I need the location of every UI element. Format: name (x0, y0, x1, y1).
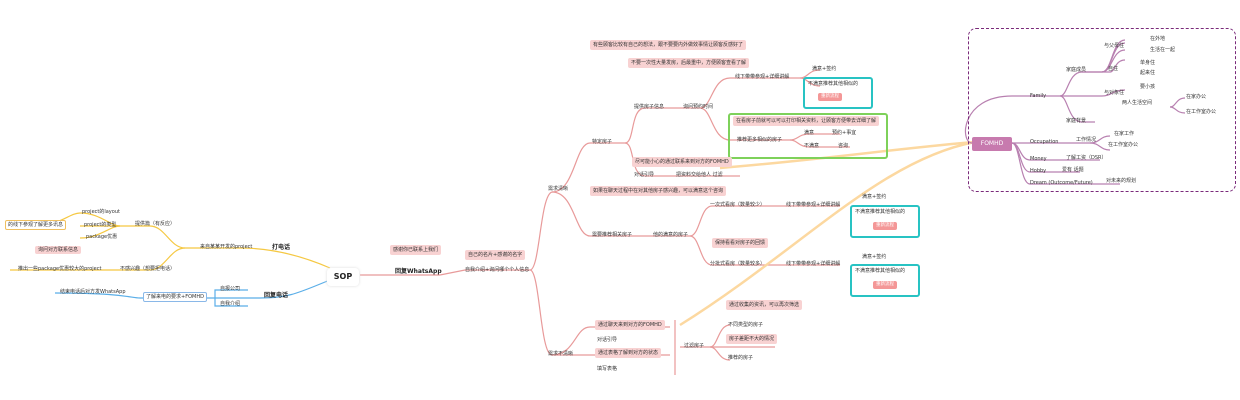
call-item-2[interactable]: project的类型 (84, 222, 117, 228)
root-node-sop[interactable]: SOP (327, 268, 359, 286)
reply-node[interactable]: 回复电话 (264, 292, 289, 299)
upper-top2[interactable]: 不要一次性大量发房，后最重中，方便顾客查看了解 (628, 58, 750, 68)
path-a[interactable]: 一次式看房（数量较少） (710, 202, 766, 208)
w2[interactable]: 两人生活空间 (1122, 100, 1153, 106)
s1[interactable]: 单身住 (1140, 60, 1156, 66)
money[interactable]: Money (1030, 156, 1047, 162)
with-partner[interactable]: 与对象住 (1104, 90, 1125, 96)
hobby-note[interactable]: 爱有 话题 (1062, 167, 1084, 173)
filter-note[interactable]: 通过收集的资讯，可以再次筛选 (726, 300, 803, 310)
filter-1[interactable]: 不同类型的房子 (728, 322, 764, 328)
middle-top-note[interactable]: 如果在聊天过程中在对其他房子感兴趣，可以满意这个咨询 (590, 186, 727, 196)
whatsapp-node[interactable]: 回复WhatsApp (395, 268, 442, 275)
green-box (728, 113, 888, 159)
green-note[interactable]: 在看房子前就可以可以打印相关资料，让顾客方便带去详细了解 (733, 116, 880, 126)
filter-houses[interactable]: 过滤房子 (684, 343, 705, 349)
filter-2[interactable]: 房子差距不大的情况 (726, 334, 778, 344)
family-note[interactable]: 家庭成员 (1066, 67, 1087, 73)
fomhd-node[interactable]: FOMHD (972, 137, 1012, 151)
whatsapp-intro[interactable]: 自我介绍+询问哪个个人信息 (465, 267, 530, 273)
restart-button-3[interactable]: 重新流程 (873, 281, 897, 289)
whatsapp-top-note[interactable]: 感谢你已联系上我们 (390, 245, 442, 255)
with-parents[interactable]: 与父母住 (1104, 43, 1125, 49)
lead-lower[interactable]: 对话引导 (597, 337, 618, 343)
occupation[interactable]: Occupation (1030, 139, 1059, 145)
restart-button-2[interactable]: 重新流程 (873, 222, 897, 230)
hobby[interactable]: Hobby (1030, 168, 1047, 174)
book1[interactable]: 满意+签约 (812, 66, 837, 72)
family-bg[interactable]: 家庭背景 (1066, 118, 1087, 124)
branch-clear-needs[interactable]: 需求清晰 (548, 186, 569, 192)
lead-upper[interactable]: 对话引导 (634, 172, 655, 178)
path-a2[interactable]: 线下带带参观+详细讲解 (786, 202, 841, 208)
o2[interactable]: 在工作室办公 (1108, 142, 1139, 148)
cyan-box-3 (850, 264, 920, 297)
call-intro[interactable]: 来自某某开发的project (200, 244, 253, 250)
lead-upper-2[interactable]: 把资料交给他人 过滤 (676, 172, 723, 178)
dream[interactable]: Dream (Outcome/Future) (1030, 180, 1093, 186)
cyan-box-2 (850, 205, 920, 238)
o1[interactable]: 在家工作 (1114, 131, 1135, 137)
fill-form[interactable]: 填写表格 (597, 366, 618, 372)
pay[interactable]: 预约+事宜 (832, 130, 857, 136)
restart-button-1[interactable]: 重新流程 (818, 93, 842, 101)
whatsapp-intro-note[interactable]: 自己的名片+感谢的名字 (465, 250, 526, 260)
w1[interactable]: 要小孩 (1140, 84, 1156, 90)
book-a[interactable]: 满意+签约 (862, 194, 887, 200)
office2[interactable]: 在工作室办公 (1186, 109, 1217, 115)
work[interactable]: 工作情况 (1076, 137, 1097, 143)
branch-unclear-needs[interactable]: 需求不清晰 (548, 351, 574, 357)
filter-3[interactable]: 推荐的房子 (728, 355, 754, 361)
unsatisfied[interactable]: 不满意 (804, 143, 820, 149)
call-left-note[interactable]: 推出一些package优惠较大的project (18, 266, 102, 272)
dream-note[interactable]: 对未来的规划 (1106, 178, 1137, 184)
call-node[interactable]: 打电话 (272, 244, 291, 251)
ask-time[interactable]: 询问预约时间 (683, 104, 714, 110)
call-item-1[interactable]: project的layout (82, 209, 120, 215)
status-note[interactable]: 通过表格了解到对方的状态 (595, 348, 662, 358)
office1[interactable]: 在家办公 (1186, 94, 1207, 100)
s2[interactable]: 起来住 (1140, 70, 1156, 76)
family[interactable]: Family (1030, 93, 1047, 99)
not-satisfied-1[interactable]: 不满意推荐其他相似的 (808, 81, 859, 87)
lower-fomhd-note[interactable]: 通过聊天来到对方的FOMHD (595, 320, 665, 330)
recommend-more[interactable]: 推荐更多相似的房子 (737, 137, 783, 143)
reply-main[interactable]: 了解来电的要求+FOMHD (143, 292, 207, 302)
call-item-3[interactable]: package优惠 (86, 234, 118, 240)
hint[interactable]: 尽可能小心的通过联系来到对方的FOMHD (632, 157, 732, 167)
p2[interactable]: 生活在一起 (1150, 47, 1176, 53)
call-info-box[interactable]: 询问对方联系信息 (35, 246, 82, 254)
need-recommend[interactable]: 需要推荐相关房子 (592, 232, 633, 238)
p1[interactable]: 在外地 (1150, 36, 1166, 42)
provide-info[interactable]: 提供房子信息 (634, 104, 665, 110)
reply-item-2[interactable]: 自我介绍 (220, 301, 241, 307)
remind[interactable]: 保持看看对房子的回馈 (712, 238, 769, 248)
self-living[interactable]: 自住 (1108, 66, 1119, 72)
specific-house[interactable]: 特定房子 (592, 139, 613, 145)
not-satisfied-a[interactable]: 不满意推荐其他相似的 (855, 209, 906, 215)
reply-left-note[interactable]: 结束电话后对方发WhatsApp (60, 289, 126, 295)
path-b2[interactable]: 线下带带参观+详细讲解 (786, 261, 841, 267)
preferred[interactable]: 他的满意的房子 (653, 232, 689, 238)
contact[interactable]: 咨询 (838, 143, 849, 149)
upper-top1[interactable]: 有些顾客比较有自己的想法，跟不要要内外做效事情让顾客反感好了 (590, 40, 747, 50)
reply-item-1[interactable]: 自报公司 (220, 286, 241, 292)
path-b[interactable]: 分批式看房（数量较多） (710, 261, 766, 267)
fomhd-frame (968, 28, 1236, 192)
salary[interactable]: 了解工资（DSR） (1066, 155, 1107, 161)
satisfied[interactable]: 满意 (804, 130, 815, 136)
cyan-box-1 (803, 77, 873, 109)
book-b[interactable]: 满意+签约 (862, 254, 887, 260)
call-group2[interactable]: 不感兴趣（想要拒电话） (120, 266, 176, 272)
path1[interactable]: 线下带带参观+详细讲解 (735, 74, 790, 80)
call-group1[interactable]: 提供篇（有反应） (135, 221, 176, 227)
not-satisfied-b[interactable]: 不满意推荐其他相似的 (855, 268, 906, 274)
call-yellow-box[interactable]: 的线下参观了解更多讯息 (5, 220, 67, 230)
